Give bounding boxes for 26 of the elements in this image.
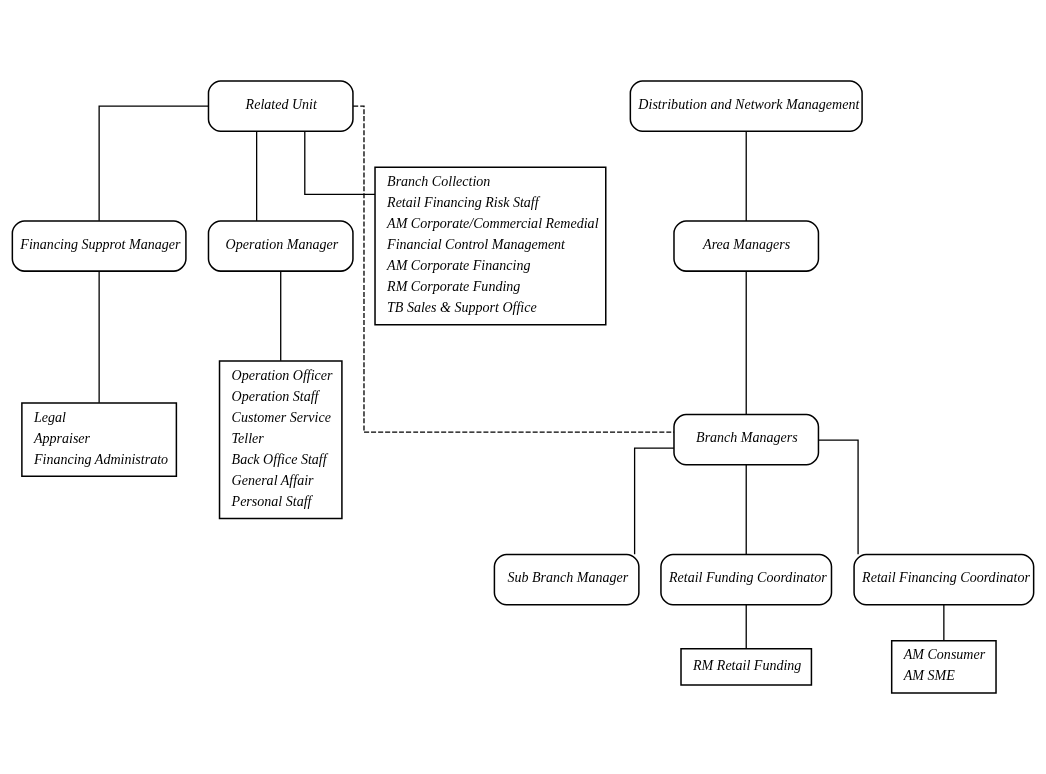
node-box: Sub Branch Manager bbox=[493, 553, 640, 606]
node-box: Branch Managers bbox=[673, 413, 820, 466]
connector bbox=[633, 447, 675, 555]
connector bbox=[98, 105, 210, 222]
node-box: Distribution and Network Management bbox=[629, 80, 863, 132]
node-box: Financing Supprot Manager bbox=[11, 220, 187, 272]
connector bbox=[745, 604, 747, 650]
connector bbox=[98, 270, 100, 404]
node-box: RM Retail Funding bbox=[680, 648, 813, 686]
connector bbox=[818, 439, 859, 555]
connector bbox=[304, 131, 376, 196]
node-box: Branch Collection Retail Financing Risk Staff AM Corporate/Commercial Remedial Financial Control Management AM Corporate Financing RM Corporate Funding TB Sales & Support Office bbox=[374, 166, 607, 326]
connector bbox=[745, 130, 747, 222]
node-box: Operation Officer Operation Staff Customer Service Teller Back Office Staff General Affair Personal Staff bbox=[218, 360, 343, 520]
connector bbox=[943, 604, 945, 642]
node-box: AM Consumer AM SME bbox=[890, 640, 997, 694]
node-box: Area Managers bbox=[673, 220, 820, 272]
node-box: Legal Appraiser Financing Administrato bbox=[21, 402, 178, 478]
node-box: Related Unit bbox=[207, 80, 354, 132]
connector bbox=[256, 130, 258, 222]
connector bbox=[745, 464, 747, 556]
node-box: Retail Funding Coordinator bbox=[660, 553, 833, 606]
connector bbox=[280, 270, 282, 362]
node-box: Retail Financing Coordinator bbox=[853, 553, 1035, 606]
node-box: Operation Manager bbox=[207, 220, 354, 272]
connector bbox=[745, 270, 747, 415]
